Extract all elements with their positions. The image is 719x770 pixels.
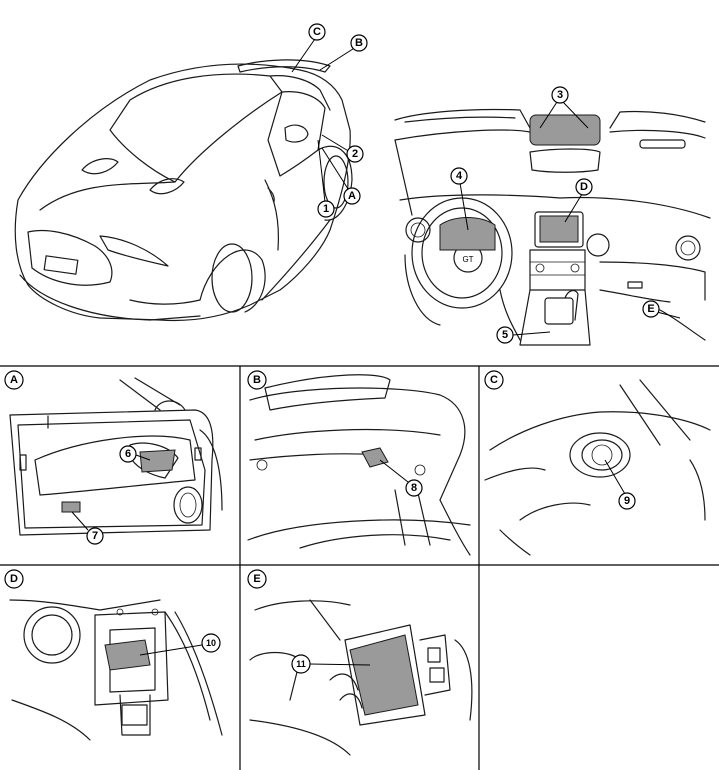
svg-text:B: B bbox=[253, 374, 261, 386]
svg-text:D: D bbox=[10, 573, 18, 585]
car-exterior-view bbox=[14, 59, 353, 322]
panel-c-roof-area bbox=[484, 379, 711, 556]
panel-label-b: B bbox=[247, 370, 267, 390]
panel-b-trunk-lid bbox=[247, 374, 471, 556]
svg-text:10: 10 bbox=[206, 638, 216, 648]
panel-grid bbox=[0, 365, 719, 770]
panel-e-control-unit bbox=[249, 599, 473, 756]
callout-a: A bbox=[321, 147, 361, 205]
svg-text:8: 8 bbox=[411, 482, 417, 494]
panel-label-c: C bbox=[484, 370, 504, 390]
panel-label-a: A bbox=[4, 370, 24, 390]
svg-text:C: C bbox=[490, 374, 498, 386]
svg-text:C: C bbox=[313, 26, 321, 38]
callout-e: E bbox=[642, 300, 681, 319]
svg-text:2: 2 bbox=[352, 148, 358, 160]
svg-text:7: 7 bbox=[92, 530, 98, 542]
svg-text:E: E bbox=[253, 573, 260, 585]
callout-7: 7 bbox=[71, 511, 104, 545]
panel-a-door-trim bbox=[9, 377, 223, 536]
svg-text:E: E bbox=[647, 303, 654, 315]
panel-label-d: D bbox=[4, 569, 24, 589]
callout-d: D bbox=[564, 178, 593, 223]
svg-text:6: 6 bbox=[125, 448, 131, 460]
callout-9: 9 bbox=[604, 459, 636, 510]
svg-text:A: A bbox=[348, 190, 356, 202]
dashboard-interior-view: GT bbox=[394, 108, 711, 346]
callout-5: 5 bbox=[496, 326, 551, 344]
svg-text:1: 1 bbox=[323, 203, 329, 215]
callout-4: 4 bbox=[450, 167, 469, 231]
svg-text:B: B bbox=[355, 37, 363, 49]
callout-8: 8 bbox=[379, 459, 423, 497]
callout-10: 10 bbox=[139, 633, 221, 656]
svg-text:5: 5 bbox=[502, 329, 508, 341]
svg-text:3: 3 bbox=[557, 89, 563, 101]
callout-b: B bbox=[319, 34, 368, 71]
svg-text:A: A bbox=[10, 374, 18, 386]
svg-text:4: 4 bbox=[456, 170, 463, 182]
panel-d-display-bracket bbox=[9, 599, 223, 741]
svg-text:D: D bbox=[580, 181, 588, 193]
steering-wheel bbox=[411, 197, 513, 309]
callout-c: C bbox=[291, 23, 326, 73]
callout-2: 2 bbox=[321, 134, 364, 163]
svg-text:GT: GT bbox=[462, 255, 473, 264]
callout-6: 6 bbox=[119, 445, 151, 463]
panel-label-e: E bbox=[247, 569, 267, 589]
callout-1: 1 bbox=[317, 139, 335, 218]
callout-11: 11 bbox=[291, 654, 371, 674]
svg-text:11: 11 bbox=[296, 659, 306, 669]
map-lamp bbox=[529, 114, 601, 146]
callout-3: 3 bbox=[539, 86, 589, 129]
svg-text:9: 9 bbox=[624, 495, 630, 507]
